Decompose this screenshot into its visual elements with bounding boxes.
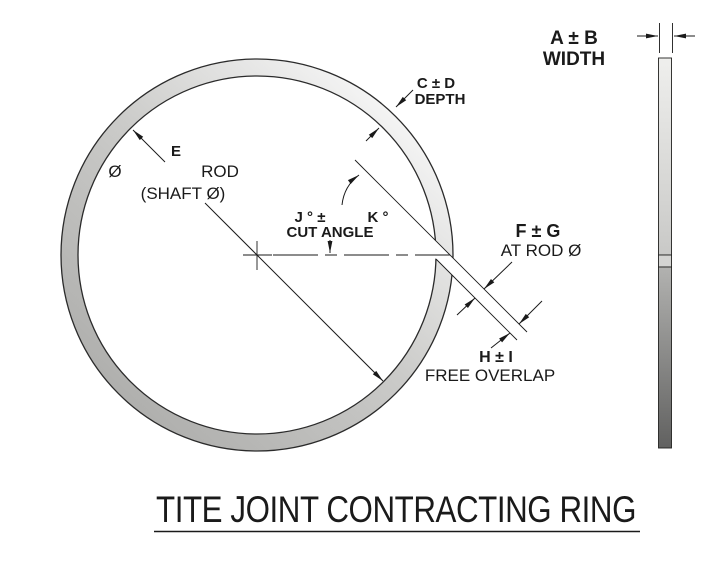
depth-leader-outer-arrow bbox=[395, 89, 414, 108]
overlap-dim-label: H ± I bbox=[479, 349, 513, 366]
diameter-symbol-label: Ø bbox=[108, 162, 121, 181]
width-dim-label: A ± B bbox=[550, 28, 598, 49]
gap-arrow-opposing bbox=[456, 297, 476, 316]
gap-arrow-from-label bbox=[483, 261, 513, 290]
width-name-label: WIDTH bbox=[543, 49, 605, 70]
ring-id-dim-label: E bbox=[171, 143, 181, 160]
depth-inner-arrow bbox=[365, 127, 380, 142]
overlap-arrow-from-label bbox=[490, 332, 511, 349]
gap-dimension: F ± G AT ROD Ø bbox=[456, 221, 582, 316]
title-block: TITE JOINT CONTRACTING RING bbox=[154, 489, 640, 533]
cut-angle-arc-arrow bbox=[341, 174, 360, 206]
cut-gap-mask bbox=[417, 229, 462, 278]
overlap-arrow-upper bbox=[518, 300, 543, 325]
side-bar-lower-segment bbox=[658, 266, 672, 449]
rod-diameter-dimension: E Ø ROD (SHAFT Ø) bbox=[108, 129, 384, 382]
depth-dim-label: C ± D bbox=[417, 75, 455, 92]
gap-note-label: AT ROD Ø bbox=[501, 241, 582, 260]
cut-angle-dim-label: J ° ± bbox=[295, 209, 326, 226]
drawing-title: TITE JOINT CONTRACTING RING bbox=[156, 489, 636, 530]
cut-face-line-upper bbox=[354, 159, 528, 333]
overlap-dimension: H ± I FREE OVERLAP bbox=[425, 300, 555, 385]
cut-face-line-lower bbox=[435, 258, 518, 341]
rod-diameter-arrow-lower bbox=[204, 202, 384, 382]
side-bar-upper-segment bbox=[658, 57, 672, 256]
shaft-note-label: (SHAFT Ø) bbox=[141, 184, 226, 203]
ring-front-view bbox=[60, 58, 528, 452]
side-bar-joint-segment bbox=[658, 254, 672, 268]
depth-name-label: DEPTH bbox=[415, 91, 466, 108]
gap-dim-label: F ± G bbox=[516, 221, 561, 241]
center-marks bbox=[243, 241, 450, 270]
side-view: A ± B WIDTH bbox=[543, 23, 695, 449]
rod-note-label: ROD bbox=[201, 162, 239, 181]
cut-angle-dimension: J ° ± K ° CUT ANGLE bbox=[287, 174, 389, 253]
ring-band bbox=[60, 58, 454, 452]
rod-diameter-arrow-upper bbox=[132, 129, 166, 163]
depth-dimension: C ± D DEPTH bbox=[365, 75, 466, 142]
cut-angle-tolerance-label: K ° bbox=[368, 209, 389, 226]
overlap-note-label: FREE OVERLAP bbox=[425, 366, 555, 385]
cut-angle-name-label: CUT ANGLE bbox=[287, 224, 374, 241]
